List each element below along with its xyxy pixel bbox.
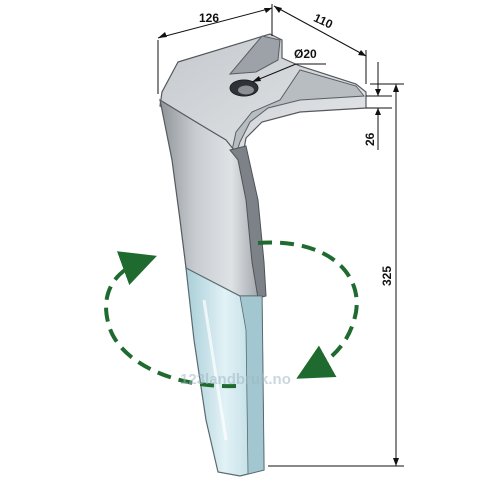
tine-arm-fold (229, 69, 365, 161)
dimension-hole-label: Ø20 (294, 47, 317, 61)
tine-top-rib (228, 35, 281, 75)
carbide-tip-edge (239, 295, 265, 475)
dimension-height: 325 (268, 83, 404, 467)
dimension-thickness-label: 26 (363, 132, 377, 146)
rotation-arrow-icon (104, 240, 359, 389)
rotation-arrow-left (104, 251, 237, 389)
mounting-hole-inner (238, 85, 254, 95)
dimension-height-label: 325 (380, 266, 394, 286)
rotation-arrow-right (257, 240, 359, 379)
watermark: 123landbruk.no (180, 371, 291, 388)
dimension-width-label: 126 (199, 11, 219, 25)
carbide-tip-highlight (202, 299, 228, 441)
dimension-width: 126 (157, 4, 273, 94)
dimension-hole: Ø20 (251, 47, 326, 83)
tine-body (159, 33, 367, 477)
dimension-depth: 110 (273, 5, 367, 84)
dimension-thickness: 26 (363, 62, 392, 150)
